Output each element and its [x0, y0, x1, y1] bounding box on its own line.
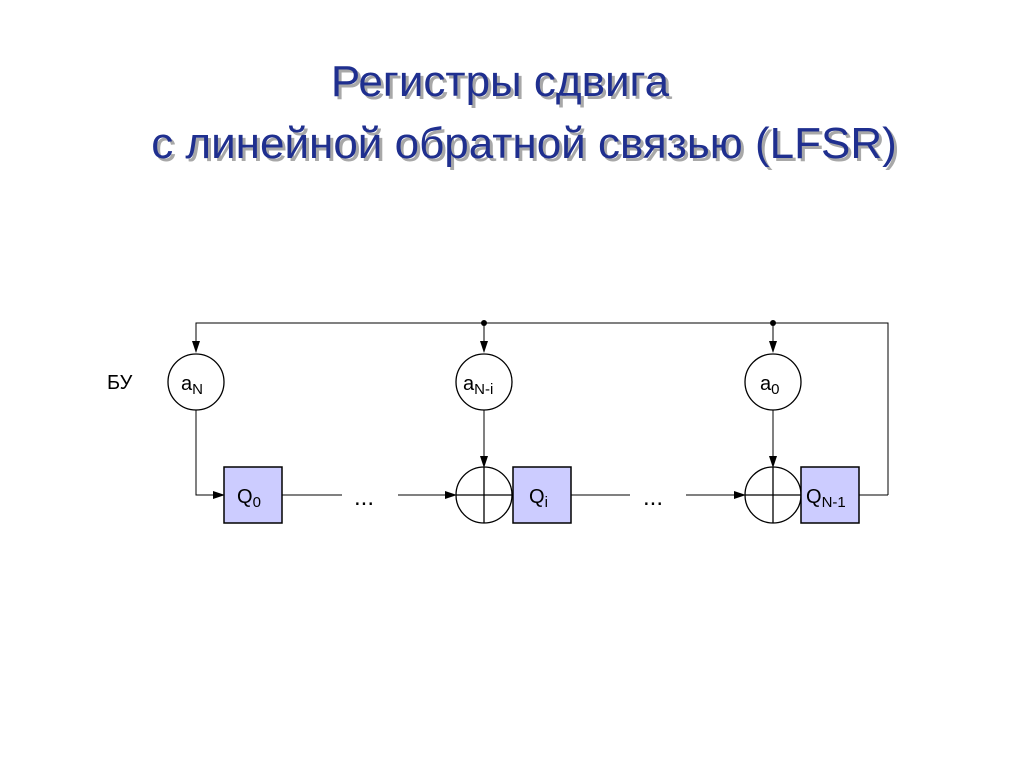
coefficient-label: aN — [181, 373, 203, 398]
xor-2-icon — [744, 466, 802, 524]
register-label: Q0 — [237, 486, 261, 511]
slide-title-line-1: Регистры сдвига — [330, 57, 670, 106]
feedback-line — [192, 322, 889, 495]
ellipsis-1: ... — [354, 484, 374, 511]
register-label: Qi — [529, 486, 548, 511]
register-label: QN-1 — [806, 486, 846, 511]
coefficient-label: aN-i — [463, 373, 493, 398]
coefficient-label: a0 — [760, 373, 779, 398]
xor-1-icon — [455, 466, 513, 524]
register-qi: Qi — [512, 466, 572, 524]
slide-title-line-2: с линейной обратной связью (LFSR) — [151, 119, 897, 168]
coefficient-a-n-minus-i: aN-i — [455, 353, 513, 411]
register-q0: Q0 — [223, 466, 283, 524]
coefficient-a-0: a0 — [744, 353, 802, 411]
junction-dot-1 — [481, 320, 487, 326]
coefficient-a-n: aN — [167, 353, 225, 411]
signal-lines — [195, 410, 777, 499]
line-a-n-to-q0 — [195, 410, 225, 499]
ellipsis-2: ... — [643, 484, 663, 511]
control-unit-label: БУ — [107, 372, 133, 394]
feedback-bus — [192, 322, 889, 496]
register-q-n-minus-1: QN-1 — [800, 466, 860, 524]
junction-dot-2 — [770, 320, 776, 326]
